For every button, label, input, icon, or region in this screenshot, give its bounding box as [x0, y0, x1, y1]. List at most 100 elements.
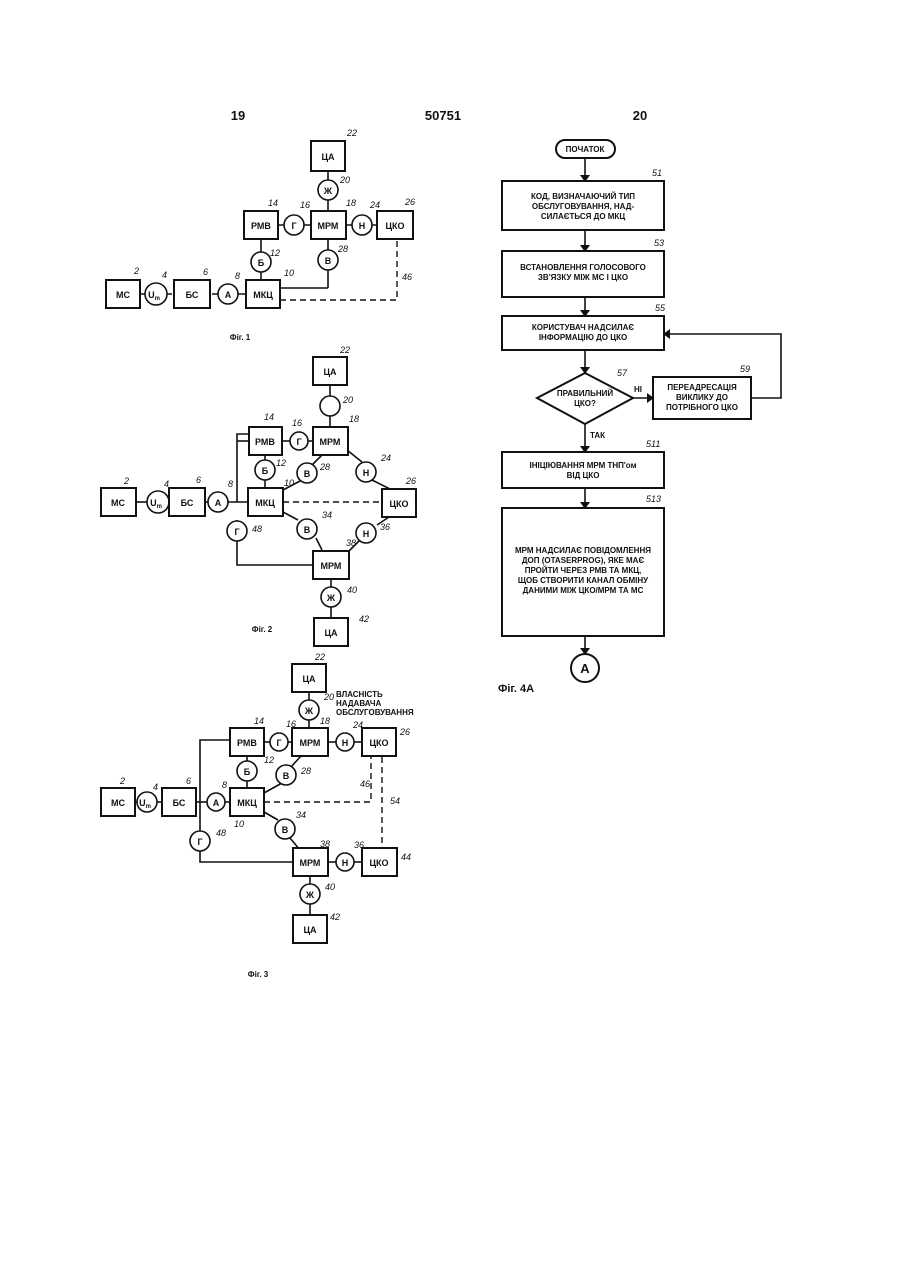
svg-text:14: 14 — [268, 198, 278, 208]
fig2-mkc-label: МКЦ — [255, 498, 275, 508]
fig1-n-label: Н — [359, 221, 366, 231]
fig3-b-label: Б — [244, 767, 251, 777]
fig1-bs-label: БС — [186, 290, 199, 300]
flow-step-513-line4: ЩОБ СТВОРИТИ КАНАЛ ОБМІНУ — [518, 576, 649, 585]
flow-step-511-line1: ІНІЦІЮВАННЯ МРМ ТНП'ом — [529, 461, 636, 470]
fig3-v-top-label: В — [283, 771, 290, 781]
flow-decision-57-line2: ЦКО? — [574, 399, 596, 408]
svg-text:54: 54 — [390, 796, 400, 806]
svg-text:8: 8 — [222, 780, 227, 790]
fig1-g-label: Г — [291, 221, 296, 231]
flow-step-53-number: 53 — [654, 238, 664, 248]
svg-text:12: 12 — [270, 248, 280, 258]
fig2-ca-bottom-label: ЦА — [324, 628, 338, 638]
fig2-cko-label: ЦКО — [389, 499, 408, 509]
svg-text:38: 38 — [320, 839, 330, 849]
svg-text:34: 34 — [296, 810, 306, 820]
flow-step-511-number: 511 — [646, 439, 660, 449]
flow-step-55-line2: ІНФОРМАЦІЮ ДО ЦКО — [539, 333, 627, 342]
flow-step-513-line5: ДАНИМИ МІЖ ЦКО/МРМ ТА МС — [523, 586, 644, 595]
fig3-ca-top-label: ЦА — [302, 674, 316, 684]
flow-step-513-line1: МРМ НАДСИЛАЄ ПОВІДОМЛЕННЯ — [515, 546, 651, 555]
fig1-rmv-label: РМВ — [251, 221, 271, 231]
svg-text:40: 40 — [347, 585, 357, 595]
svg-text:40: 40 — [325, 882, 335, 892]
fig1-ms-label: МС — [116, 290, 130, 300]
fig4a-caption: Фіг. 4А — [498, 683, 534, 695]
fig3-mrm-bottom-label: МРМ — [300, 858, 321, 868]
flow-step-55-line1: КОРИСТУВАЧ НАДСИЛАЄ — [532, 323, 634, 332]
flow-step-513-line3: ПРОЙТИ ЧЕРЕЗ РМВ ТА МКЦ, — [525, 566, 642, 575]
svg-text:42: 42 — [330, 912, 340, 922]
svg-text:4: 4 — [162, 270, 167, 280]
fig2-zh-label: Ж — [326, 593, 336, 603]
svg-text:22: 22 — [314, 652, 325, 662]
flow-step-59-line3: ПОТРІБНОГО ЦКО — [666, 403, 738, 412]
svg-text:24: 24 — [369, 200, 380, 210]
fig3-cko-top-label: ЦКО — [369, 738, 388, 748]
svg-text:26: 26 — [405, 476, 416, 486]
svg-text:22: 22 — [346, 128, 357, 138]
svg-text:38: 38 — [346, 538, 356, 548]
flow-step-513-number: 513 — [646, 494, 661, 504]
fig3-note-line2: НАДАВАЧА — [336, 699, 381, 708]
svg-text:28: 28 — [337, 244, 348, 254]
fig3-mrm-top-label: МРМ — [300, 738, 321, 748]
svg-text:12: 12 — [276, 458, 286, 468]
figure-4a-flowchart: ПОЧАТОК КОД, ВИЗНАЧАЮЧИЙ ТИП ОБСЛУГОВУВА… — [498, 140, 781, 695]
fig1-caption: Фіг. 1 — [230, 333, 251, 342]
svg-text:28: 28 — [300, 766, 311, 776]
svg-text:24: 24 — [380, 453, 391, 463]
flow-step-59-number: 59 — [740, 364, 750, 374]
svg-text:6: 6 — [203, 267, 208, 277]
svg-text:26: 26 — [404, 197, 415, 207]
svg-text:4: 4 — [164, 479, 169, 489]
fig2-bs-label: БС — [181, 498, 194, 508]
fig1-ca-label: ЦА — [321, 152, 335, 162]
fig3-zh-top-label: Ж — [304, 706, 314, 716]
flow-step-513-line2: ДОП (OTASERPROG), ЯКЕ МАЄ — [522, 556, 645, 565]
svg-text:8: 8 — [235, 271, 240, 281]
svg-text:22: 22 — [339, 345, 350, 355]
fig2-ms-label: МС — [111, 498, 125, 508]
fig3-rmv-label: РМВ — [237, 738, 257, 748]
svg-text:4: 4 — [153, 782, 158, 792]
svg-text:10: 10 — [284, 268, 294, 278]
fig3-note-line1: ВЛАСНІСТЬ — [336, 690, 383, 699]
svg-text:20: 20 — [342, 395, 353, 405]
fig2-caption: Фіг. 2 — [252, 625, 273, 634]
svg-text:34: 34 — [322, 510, 332, 520]
fig3-caption: Фіг. 3 — [248, 970, 269, 979]
svg-text:10: 10 — [284, 478, 294, 488]
svg-text:2: 2 — [133, 266, 139, 276]
svg-text:18: 18 — [320, 716, 330, 726]
svg-text:28: 28 — [319, 462, 330, 472]
svg-text:6: 6 — [196, 475, 201, 485]
svg-text:16: 16 — [292, 418, 302, 428]
fig3-g-lower-label: Г — [197, 837, 202, 847]
page-number-right: 20 — [633, 108, 647, 123]
flow-step-51-line2: ОБСЛУГОВУВАННЯ, НАД- — [532, 202, 635, 211]
svg-text:20: 20 — [323, 692, 334, 702]
svg-text:24: 24 — [352, 720, 363, 730]
svg-text:18: 18 — [346, 198, 356, 208]
fig3-cko-bottom-label: ЦКО — [369, 858, 388, 868]
figure-3: ЦА Ж ВЛАСНІСТЬ НАДАВАЧА ОБСЛУГОВУВАННЯ Р… — [101, 652, 414, 979]
fig2-mrm-top-label: МРМ — [320, 437, 341, 447]
fig2-v-lower-label: В — [304, 525, 311, 535]
fig3-zh-bottom-label: Ж — [305, 890, 315, 900]
fig3-note-line3: ОБСЛУГОВУВАННЯ — [336, 708, 414, 717]
svg-text:12: 12 — [264, 755, 274, 765]
svg-text:2: 2 — [123, 476, 129, 486]
fig1-a-label: А — [225, 290, 232, 300]
svg-text:8: 8 — [228, 479, 233, 489]
page-number-left: 19 — [231, 108, 245, 123]
fig2-n-lower-label: Н — [363, 529, 370, 539]
svg-text:42: 42 — [359, 614, 369, 624]
svg-text:14: 14 — [254, 716, 264, 726]
svg-text:44: 44 — [401, 852, 411, 862]
flow-step-511-line2: ВІД ЦКО — [567, 471, 600, 480]
svg-text:36: 36 — [354, 840, 364, 850]
fig3-mkc-label: МКЦ — [237, 798, 257, 808]
